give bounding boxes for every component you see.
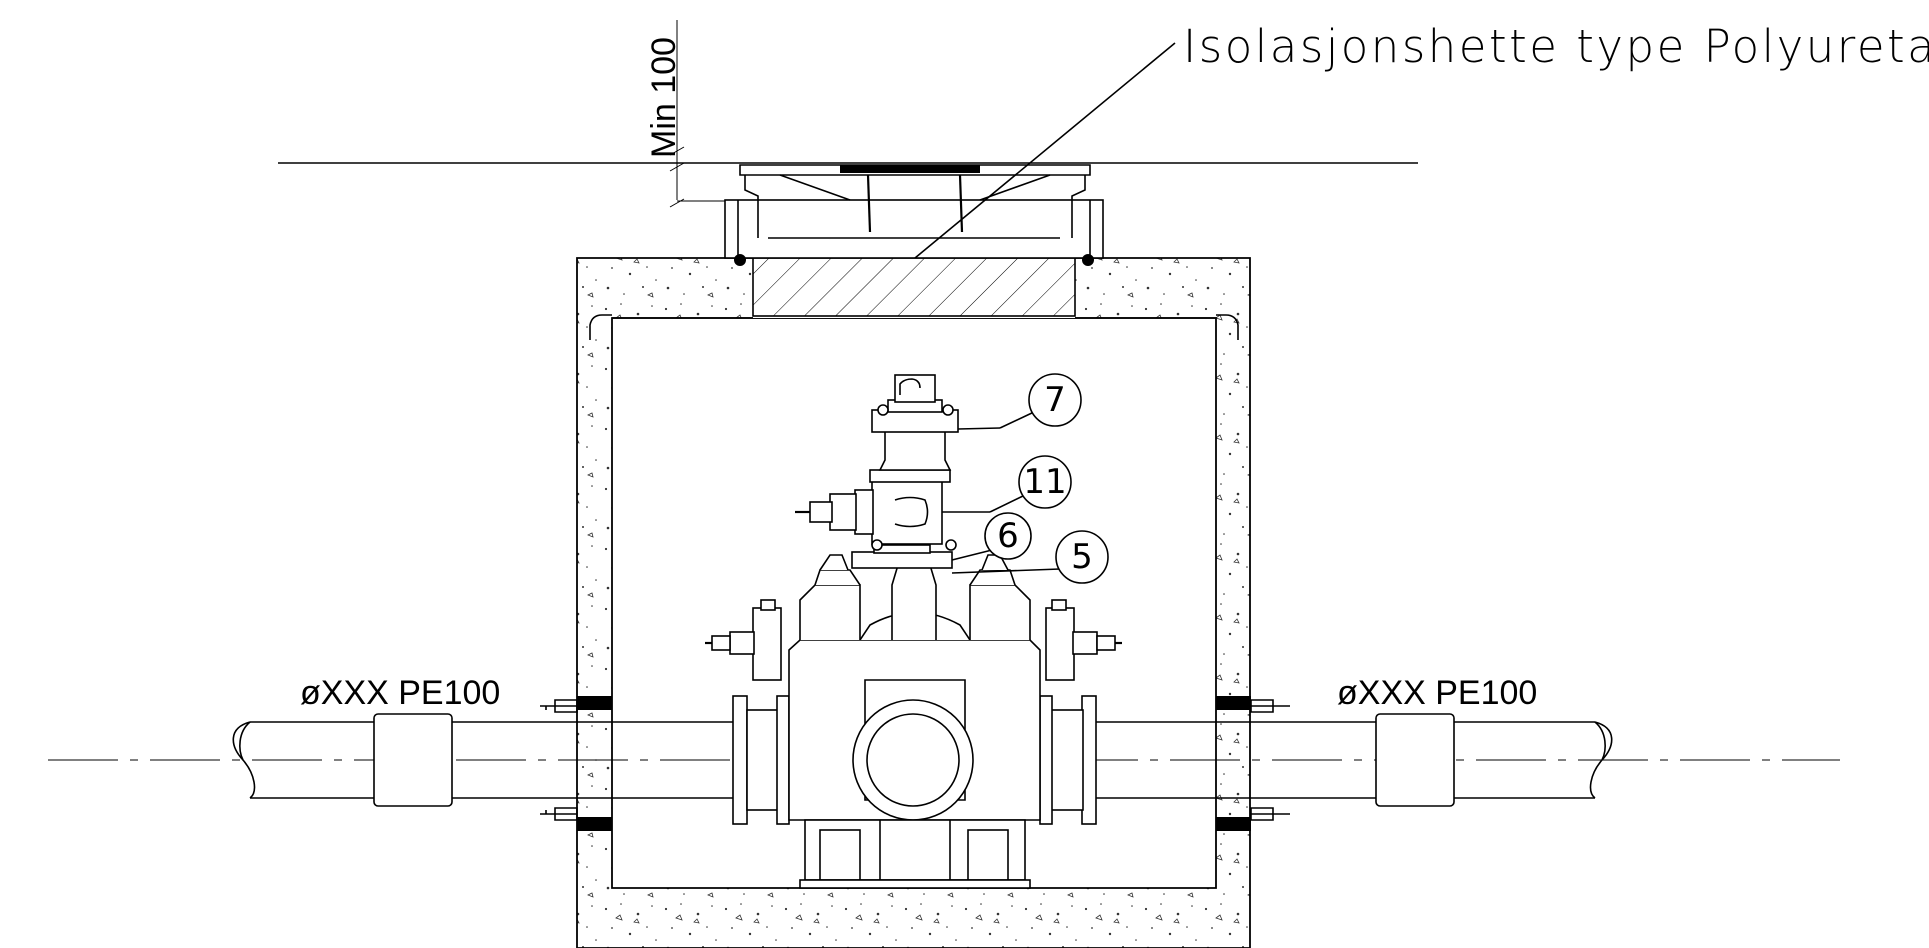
callout-5-label: 5 <box>1071 537 1093 577</box>
min-depth-dimension: Min 100 <box>645 20 765 208</box>
insulation-cap-leader: Isolasjonshette type Polyuretan <box>914 20 1929 259</box>
callout-7: 7 <box>957 373 1082 430</box>
pipe-left-label: øXXX PE100 <box>300 674 500 712</box>
min-depth-label: Min 100 <box>645 37 683 158</box>
callout-6: 6 <box>951 512 1032 561</box>
pipe-right-label: øXXX PE100 <box>1337 674 1537 712</box>
pipe-right: øXXX PE100 <box>1090 674 1613 821</box>
callout-11-label: 11 <box>1023 462 1066 502</box>
callout-11: 11 <box>942 455 1072 513</box>
insulation-cap-hatch <box>752 257 1076 317</box>
pipe-left: øXXX PE100 <box>232 674 740 821</box>
valve-assembly <box>705 374 1122 889</box>
callout-5: 5 <box>951 530 1109 584</box>
adapter-flange <box>851 551 953 569</box>
callout-6-label: 6 <box>997 516 1019 556</box>
callout-7-label: 7 <box>1044 380 1066 420</box>
insulation-cap-label: Isolasjonshette type Polyuretan <box>1183 20 1929 73</box>
manhole-frame-and-cover <box>706 164 1104 266</box>
